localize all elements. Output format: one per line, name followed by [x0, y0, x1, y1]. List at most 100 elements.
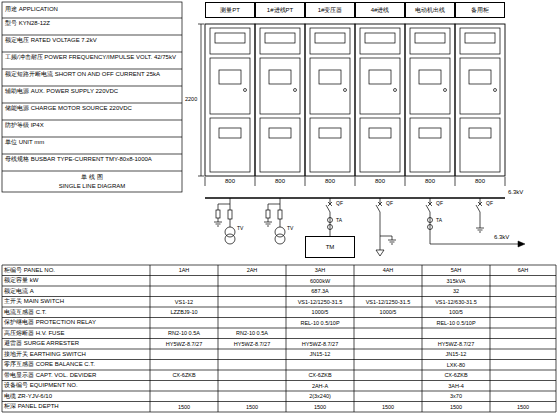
symbol-label: QF [486, 201, 500, 207]
table-cell: 6000kW [287, 278, 353, 284]
meter-window [315, 33, 345, 43]
viewing-window [219, 70, 241, 84]
symbol-label: TA [336, 218, 350, 224]
instrument-door [360, 28, 400, 54]
viewing-window [319, 128, 341, 138]
symbol-label: TV [237, 226, 251, 232]
breaker-door [360, 58, 400, 114]
table-rule [2, 35, 182, 36]
spec-text: 额定电压 RATED VOLTAGE 7.2kV [5, 37, 179, 44]
viewing-window [419, 128, 441, 138]
row-heading: 零序互感器 CORE BALANCE C.T. [4, 361, 148, 368]
ct-symbol [328, 218, 333, 223]
row-heading: 设备编号 EQUIPMENT NO. [4, 382, 148, 389]
dimension-label: 800 [405, 178, 455, 185]
breaker-door [260, 58, 300, 114]
table-cell: 2(3x240) [287, 393, 353, 399]
ground-symbol [478, 230, 483, 231]
table-cell: 3AH [287, 267, 353, 273]
ground-symbol [388, 240, 396, 241]
breaker-door [310, 58, 350, 114]
viewing-window [269, 70, 291, 84]
wire [280, 219, 281, 227]
meter-window [465, 33, 495, 43]
spec-text: 防护等级 IP4X [5, 122, 179, 129]
meter-window [415, 33, 445, 43]
viewing-window [369, 70, 391, 84]
table-rule [2, 286, 556, 287]
row-heading: 主开关 MAIN SWITCH [4, 298, 148, 305]
ground-symbol [476, 228, 484, 229]
row-heading: 柜编号 PANEL NO. [4, 267, 148, 274]
transformer-box: TM [305, 236, 355, 258]
dimension-tick [455, 177, 456, 186]
row-heading: 额定容量 kW [4, 277, 148, 284]
table-cell: VS1-12/630-31.5 [423, 299, 489, 305]
wire [268, 218, 269, 222]
row-heading: 保护继电器 PROTECTION RELAY [4, 319, 148, 326]
wire [430, 212, 431, 244]
row-heading: 电流互感器 C.T. [4, 309, 148, 316]
table-cell: 1500 [151, 404, 217, 410]
equipment-table [2, 265, 556, 412]
spec-text: 母线规格 BUSBAR TYPE-CURRENT TMY-80x8-1000A [5, 156, 179, 163]
table-rule [556, 265, 557, 412]
cabinet-outline [255, 24, 305, 176]
ground-symbol [391, 244, 393, 245]
cabinet-outline [455, 24, 505, 176]
meter-window [365, 33, 395, 43]
table-cell: VS1-12 [151, 299, 217, 305]
table-cell: HY5WZ-8.7/27 [423, 341, 489, 347]
breaker-symbol [426, 205, 430, 212]
door-handle [394, 89, 397, 92]
arrow-head [518, 241, 525, 247]
table-rule [2, 265, 556, 266]
ground-symbol [479, 232, 481, 233]
node-text: 1#进线PT [267, 7, 293, 14]
column-header-cell: 测量PT [205, 2, 255, 18]
table-cell: VS1-12/1250-31.5 [355, 299, 421, 305]
table-rule [2, 137, 182, 138]
table-cell: CX-6ZKB [423, 372, 489, 378]
table-cell: 1500 [423, 404, 489, 410]
breaker-symbol [376, 205, 380, 212]
table-cell: CX-6ZKB [151, 372, 217, 378]
cable-door [310, 118, 350, 172]
table-rule [2, 86, 182, 87]
single-line-diagram [205, 198, 525, 256]
table-rule [150, 265, 151, 412]
instrument-door [460, 28, 500, 54]
cabinet-outline [355, 24, 405, 176]
wire [480, 198, 481, 204]
node-text: TM [326, 244, 335, 251]
table-rule [2, 154, 182, 155]
table-cell: 3x70 [423, 393, 489, 399]
ct-symbol [428, 218, 433, 223]
dimension-tick [205, 177, 206, 186]
ground-symbol [390, 242, 395, 243]
table-rule [2, 103, 182, 104]
dimension-line [201, 24, 202, 176]
cable-door [210, 118, 250, 172]
table-rule [490, 265, 491, 412]
spec-text: 储能电源 CHARGE MOTOR SOURCE 220VDC [5, 105, 179, 112]
door-handle [344, 89, 347, 92]
row-heading: 柜深 PANEL DEPTH [4, 403, 148, 410]
dimension-label: 800 [455, 178, 505, 185]
ground-symbol [267, 226, 269, 227]
node-text: 测量PT [220, 7, 240, 14]
pt-winding [275, 234, 285, 244]
dimension-label: 800 [305, 178, 355, 185]
cable-door [460, 118, 500, 172]
ground-symbol [214, 222, 222, 223]
table-rule [2, 265, 3, 412]
table-cell: JN15-12 [287, 351, 353, 357]
door-handle [494, 89, 497, 92]
dimension-tick [255, 177, 256, 186]
row-heading: 额定电流 A [4, 288, 148, 295]
viewing-window [269, 128, 291, 138]
dimension-tick [405, 177, 406, 186]
table-border [2, 2, 182, 192]
meter-window [265, 33, 295, 43]
ct-symbol [428, 225, 433, 230]
